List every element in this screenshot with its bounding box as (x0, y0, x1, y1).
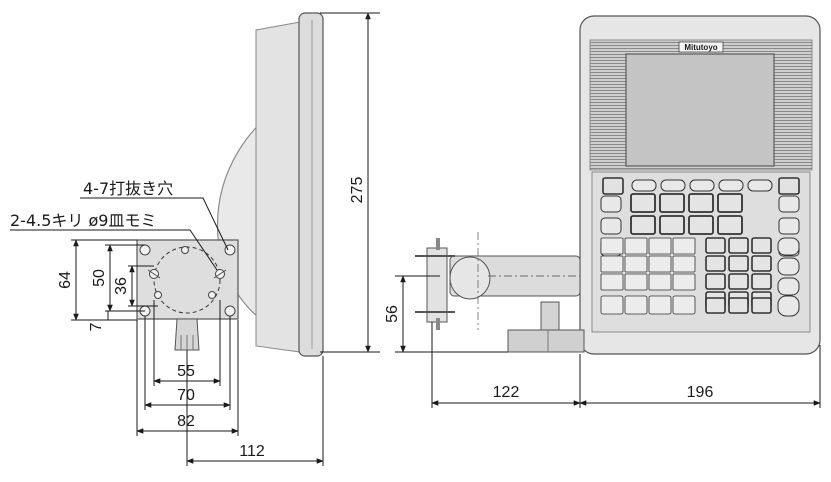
dim-82: 82 (177, 413, 195, 430)
keypad-key (688, 215, 714, 235)
keypad-key (751, 255, 772, 272)
keypad-key (747, 179, 773, 192)
display-unit-front: Mitutoyo (579, 15, 821, 355)
keypad-key (660, 179, 686, 192)
keypad-key (717, 215, 743, 235)
keypad-key (624, 255, 648, 273)
keypad-key (648, 295, 672, 315)
keypad-key (705, 255, 726, 272)
keypad-key (777, 295, 800, 317)
keypad-key (777, 277, 800, 296)
keypad-key (717, 193, 743, 213)
keypad-key (728, 297, 749, 314)
dim-36: 36 (113, 277, 130, 295)
keypad-key (672, 237, 696, 255)
dimension-lines (71, 12, 821, 466)
keypad-key (672, 273, 696, 291)
keypad-key (659, 193, 685, 213)
dim-122: 122 (493, 384, 520, 401)
keypad-key (777, 237, 800, 256)
dim-50: 50 (91, 269, 108, 287)
keypad-key (688, 193, 714, 213)
dim-70: 70 (177, 387, 195, 404)
keypad-key (600, 273, 624, 291)
keypad-key (751, 297, 772, 314)
keypad-key (705, 297, 726, 314)
keypad-key (648, 237, 672, 255)
keypad-key (600, 237, 624, 255)
brand-logo-text: Mitutoyo (684, 43, 717, 52)
dim-112: 112 (239, 443, 265, 460)
keypad-key (631, 179, 657, 192)
keypad-key (705, 273, 726, 290)
keypad-key (672, 295, 696, 315)
keypad-key (778, 177, 800, 195)
keypad (600, 177, 800, 317)
keypad-key (648, 273, 672, 291)
keypad-key (751, 273, 772, 290)
stand-arm (415, 232, 585, 353)
keypad-key (728, 273, 749, 290)
keypad-key (624, 237, 648, 255)
keypad-key (659, 215, 685, 235)
keypad-key (672, 255, 696, 273)
keypad-key (630, 215, 656, 235)
dim-64: 64 (57, 271, 74, 289)
keypad-key (624, 295, 648, 315)
keypad-key (602, 177, 624, 195)
keypad-key (600, 217, 622, 235)
keypad-key (600, 255, 624, 273)
keypad-key (600, 295, 624, 315)
keypad-key (777, 257, 800, 276)
hole-note: 4-7打抜き穴 (83, 179, 173, 198)
dim-275: 275 (349, 177, 366, 204)
keypad-key (600, 195, 622, 213)
mounting-plate (136, 239, 239, 351)
keypad-key (751, 237, 772, 254)
screw-note: 2-4.5キリ ø9皿モミ (10, 211, 156, 230)
note-leaders (10, 197, 229, 271)
keypad-key (728, 237, 749, 254)
keypad-key (648, 255, 672, 273)
keypad-key (689, 179, 715, 192)
dim-196: 196 (687, 384, 714, 401)
dim-55: 55 (177, 363, 195, 380)
keypad-key (705, 237, 726, 254)
keypad-key (624, 273, 648, 291)
dim-7: 7 (88, 322, 105, 331)
keypad-key (718, 179, 744, 192)
keypad-key (778, 195, 800, 213)
keypad-key (728, 255, 749, 272)
keypad-key (630, 193, 656, 213)
keypad-key (778, 217, 800, 235)
dim-56: 56 (384, 305, 401, 323)
brand-logo (678, 41, 724, 53)
